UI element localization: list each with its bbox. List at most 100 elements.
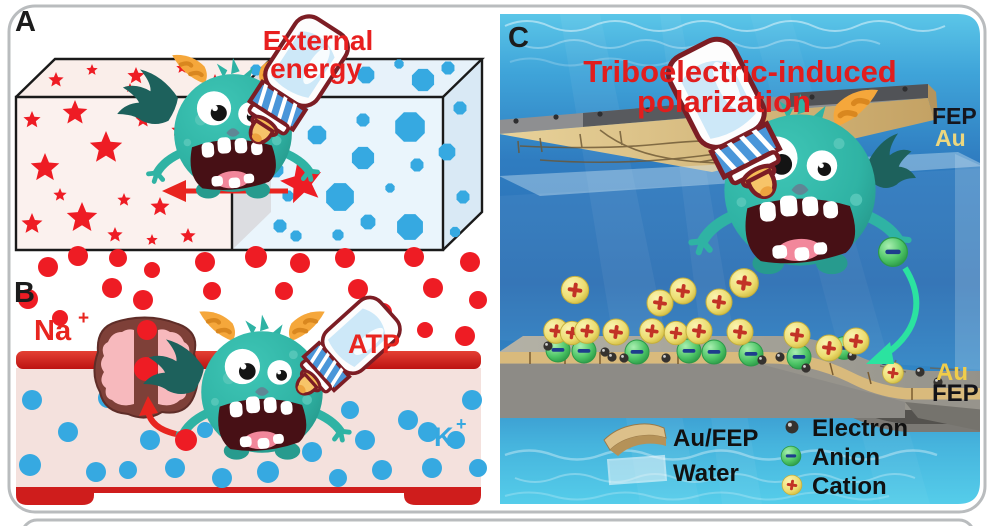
sodium-ion-icon [144, 262, 160, 278]
floor-caustics [504, 449, 938, 501]
anion-icon [780, 445, 802, 467]
anion-icon [624, 339, 650, 365]
panel-b: ATP B Na + K + [14, 246, 487, 505]
cation-icon [669, 277, 697, 305]
octagon-icon [456, 190, 470, 204]
potassium-ion-icon [302, 442, 322, 462]
octagon-icon [394, 59, 404, 69]
potassium-ion-icon [22, 390, 42, 410]
electron-icon [785, 420, 799, 434]
water-swatch-icon [606, 454, 668, 486]
cation-icon [729, 268, 759, 298]
potassium-ion-icon [355, 430, 375, 450]
external-energy-line1: External [263, 25, 374, 56]
electron-icon [661, 353, 671, 363]
sodium-ion-icon [423, 278, 443, 298]
panel-a: A External energy [14, 6, 485, 252]
sodium-ion-icon [102, 278, 122, 298]
octagon-icon [356, 113, 370, 127]
octagon-icon [290, 230, 302, 242]
na-superscript: + [78, 308, 89, 329]
sodium-ion-icon [455, 326, 475, 346]
external-energy-line2: energy [270, 53, 362, 84]
octagon-icon [449, 226, 461, 238]
potassium-ion-icon [86, 462, 106, 482]
octagon-icon [438, 143, 456, 161]
k-superscript: + [456, 414, 467, 434]
pump-arrow [139, 396, 177, 437]
octagon-icon [397, 214, 423, 240]
octagon-icon [351, 146, 375, 170]
octagon-icon [385, 183, 395, 193]
potassium-ion-icon [212, 468, 232, 488]
legend-electron: Electron [785, 415, 908, 442]
bottom-electrode [500, 336, 980, 432]
released-anion-icon [877, 237, 909, 267]
octagon-icon [360, 214, 376, 230]
electron-icon [607, 352, 617, 362]
potassium-ion-icon [58, 422, 78, 442]
membrane-bottom-right [404, 487, 481, 505]
cation-icon [783, 321, 811, 349]
potassium-ion-icon [372, 460, 392, 480]
legend-anion: Anion [780, 444, 880, 471]
sodium-ion-icon [195, 252, 215, 272]
cation-icon [815, 334, 843, 362]
potassium-ion-icon [19, 454, 41, 476]
bottom-fep-label: FEP [932, 380, 979, 407]
electron-icon [915, 367, 925, 377]
octagon-icon [332, 229, 344, 241]
legend-au-fep: Au/FEP [603, 423, 758, 456]
sodium-ion-icon [404, 247, 424, 267]
electron-legend-label: Electron [812, 415, 908, 442]
octagon-icon [326, 183, 354, 211]
top-fep-label: FEP [932, 103, 977, 129]
potassium-ion-icon [165, 458, 185, 478]
potassium-ion-icon [140, 430, 160, 450]
atp-label: ATP [348, 329, 400, 359]
water-legend-label: Water [673, 460, 739, 487]
octagon-icon [273, 219, 287, 233]
sodium-ion-icon [68, 246, 88, 266]
sodium-ion-icon [109, 249, 127, 267]
cation-icon [560, 275, 590, 305]
au-fep-legend-label: Au/FEP [673, 425, 758, 452]
potassium-ion-icon [422, 458, 442, 478]
panel-a-label: A [15, 6, 36, 38]
sodium-ion-mid [134, 357, 158, 381]
cation-icon [705, 288, 733, 316]
sodium-ion-icon [460, 252, 480, 272]
sodium-ion-icon [335, 248, 355, 268]
cation-icon [685, 317, 713, 345]
potassium-ion-icon [329, 469, 347, 487]
cation-legend-label: Cation [812, 473, 887, 500]
electron-icon [619, 353, 629, 363]
box-right-side [443, 59, 482, 250]
panel-c: Triboelectric-induced polarization C FEP… [500, 14, 980, 504]
cation-icon [781, 474, 803, 496]
anion-drop-arrow [866, 266, 920, 364]
octagon-icon [307, 125, 327, 145]
legend-cation: Cation [781, 473, 887, 500]
octagon-icon [411, 68, 435, 92]
c-title-line2: polarization [637, 84, 811, 119]
sodium-ion-icon [290, 253, 310, 273]
sodium-ion-icon [417, 322, 433, 338]
anion-icon [701, 339, 727, 365]
sodium-ion-hand [175, 429, 197, 451]
octagon-icon [453, 101, 467, 115]
octagon-icon [395, 112, 425, 142]
cation-icon [663, 320, 689, 346]
sodium-ion-icon [245, 246, 267, 268]
au-fep-swatch-underside [610, 435, 666, 456]
potassium-ion-icon [257, 461, 279, 483]
electron-icon [801, 363, 811, 373]
potassium-ion-icon [469, 459, 487, 477]
k-label: K [434, 422, 454, 452]
c-title-line1: Triboelectric-induced [583, 54, 897, 89]
legend-water: Water [606, 454, 739, 487]
top-au-label: Au [935, 125, 966, 151]
cation-icon [726, 318, 754, 346]
membrane-bottom-left [16, 487, 94, 505]
